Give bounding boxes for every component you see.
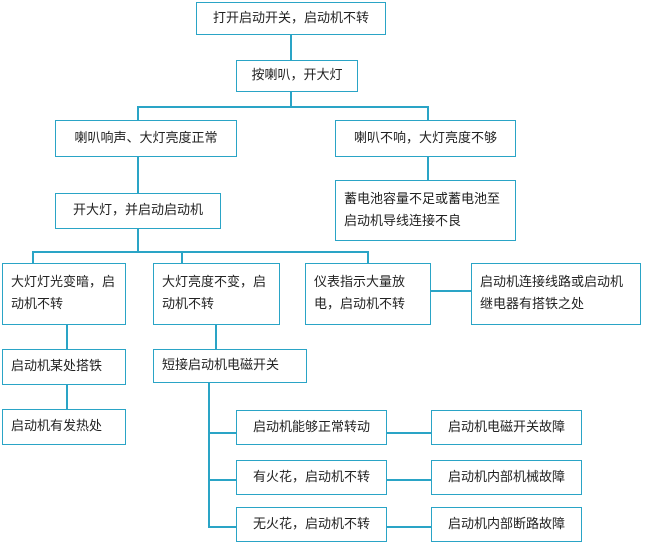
connector [137,106,139,120]
node-horn-normal: 喇叭响声、大灯亮度正常 [55,120,237,157]
node-wiring-short: 启动机连接线路或启动机继电器有搭铁之处 [471,263,641,325]
node-no-spark-no-turn: 无火花，启动机不转 [236,507,387,542]
node-switch-fault: 启动机电磁开关故障 [431,410,582,445]
connector [66,325,68,349]
connector [208,432,236,434]
connector [290,92,292,106]
connector [427,157,429,180]
node-short-switch: 短接启动机电磁开关 [153,349,307,383]
connector [137,106,428,108]
connector [387,432,431,434]
node-starter-grounded: 启动机某处搭铁 [2,349,126,385]
connector [66,385,68,409]
connector [387,526,431,528]
node-turns-normally: 启动机能够正常转动 [236,410,387,445]
node-ammeter-large: 仪表指示大量放电，启动机不转 [305,263,431,325]
connector [387,479,431,481]
connector [215,325,217,349]
connector [137,157,139,193]
node-lights-start: 开大灯，并启动启动机 [55,193,221,229]
node-open-circuit-fault: 启动机内部断路故障 [431,507,582,542]
connector [290,35,292,60]
connector [137,229,139,251]
connector [431,290,471,292]
node-horn-lights: 按喇叭，开大灯 [236,60,358,92]
connector [32,251,368,253]
node-mech-fault: 启动机内部机械故障 [431,460,582,495]
connector [208,383,210,526]
node-lights-unchanged: 大灯亮度不变，启动机不转 [153,263,280,325]
node-spark-no-turn: 有火花，启动机不转 [236,460,387,495]
connector [367,251,369,263]
connector [208,479,236,481]
node-start: 打开启动开关，启动机不转 [196,2,386,35]
node-battery-fault: 蓄电池容量不足或蓄电池至启动机导线连接不良 [335,180,516,241]
connector [181,251,183,263]
connector [427,106,429,120]
connector [32,251,34,263]
node-horn-weak: 喇叭不响，大灯亮度不够 [335,120,516,157]
node-starter-hot: 启动机有发热处 [2,409,126,445]
connector [208,526,236,528]
node-lights-dim: 大灯灯光变暗，启动机不转 [2,263,126,325]
